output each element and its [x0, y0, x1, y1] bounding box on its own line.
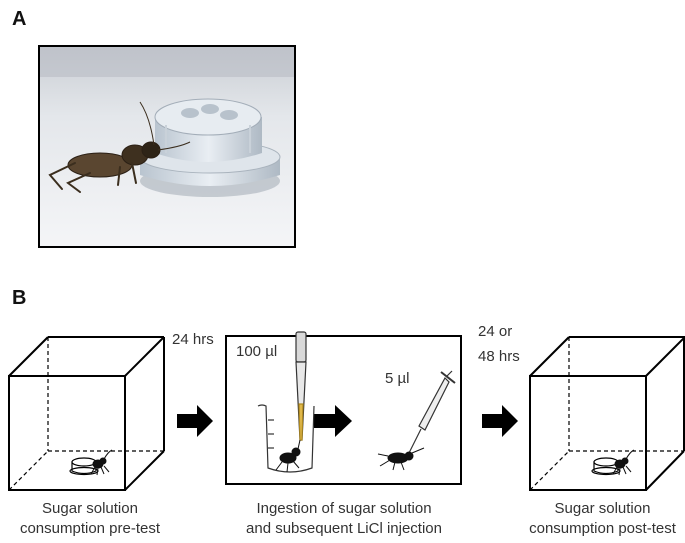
arrow-right-2: [314, 405, 352, 437]
arrow-right-1: [177, 405, 213, 437]
syringe-icon: [408, 371, 455, 455]
cricket-icon-injected: [378, 448, 424, 470]
pipette-icon: [296, 332, 306, 440]
arrow-right-3: [482, 405, 518, 437]
cricket-icon-beaker: [276, 440, 300, 472]
